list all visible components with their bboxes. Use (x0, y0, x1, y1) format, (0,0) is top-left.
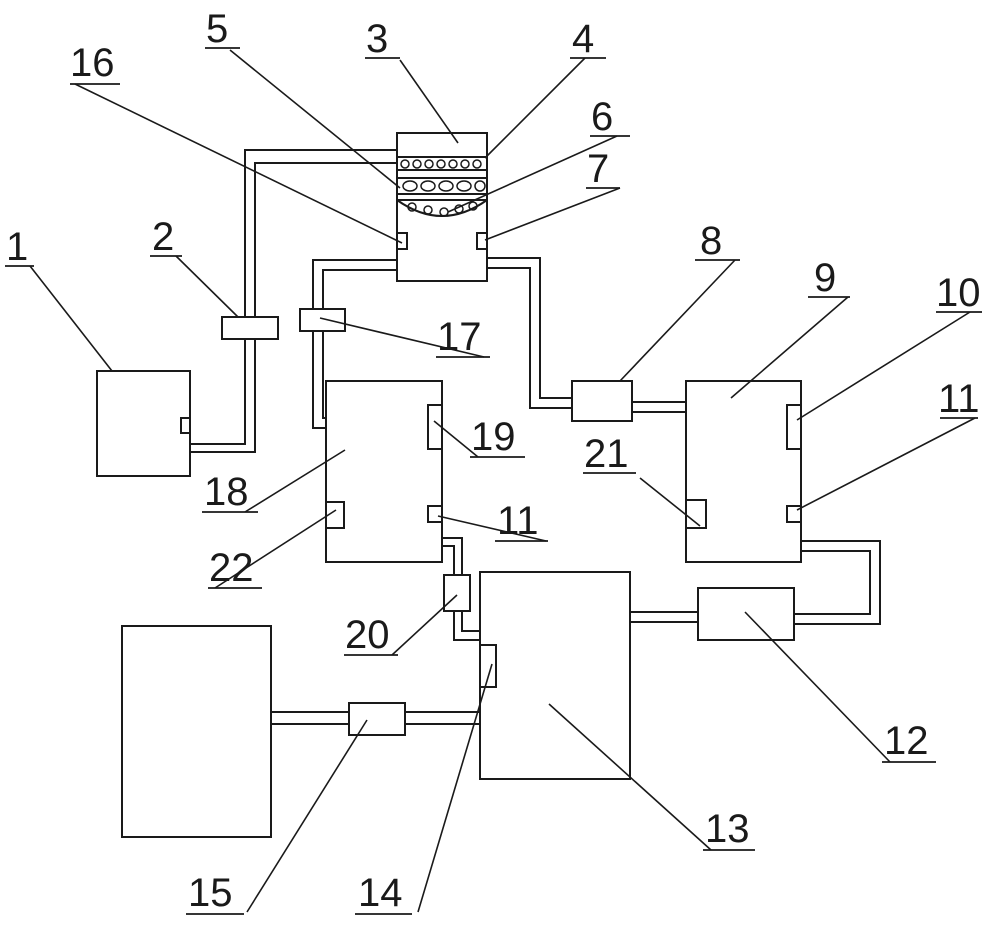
leader-19 (433, 420, 479, 458)
component-2-valve (221, 316, 279, 340)
component-8-box (571, 380, 633, 422)
component-7-port (476, 232, 488, 250)
pipe-18-to-20-outer (442, 537, 463, 575)
label-22: 22 (209, 546, 254, 590)
leader-16 (74, 83, 403, 244)
label-9: 9 (814, 256, 836, 300)
label-1: 1 (6, 225, 28, 269)
label-underlines (5, 47, 982, 915)
label-15: 15 (188, 871, 233, 915)
leader-22 (214, 509, 337, 589)
components (96, 132, 802, 838)
component-20-valve (443, 574, 471, 612)
component-3-beads-row-1 (400, 159, 482, 169)
leader-3 (399, 59, 459, 144)
storage-tank-box (121, 625, 272, 838)
pipe-20-to-13-outer (453, 611, 480, 641)
pipe-3-to-8-outer (487, 257, 572, 399)
pipe-3-to-8-inner (487, 267, 572, 409)
component-19-port (427, 404, 443, 450)
leader-11a (437, 515, 547, 542)
label-11-right: 11 (938, 377, 980, 421)
leader-9 (730, 296, 849, 399)
label-10: 10 (936, 271, 981, 315)
leader-6 (447, 135, 618, 213)
leader-11b (796, 417, 976, 511)
label-8: 8 (700, 219, 722, 263)
component-1-box (96, 370, 191, 477)
pipe-9-to-12-outer (794, 540, 881, 625)
component-15-valve (348, 702, 406, 736)
pipe-1-to-3-outer (190, 162, 397, 453)
component-10-port (786, 404, 802, 450)
leader-21 (639, 477, 701, 527)
leader-13 (548, 703, 712, 851)
leader-lines (29, 49, 976, 913)
component-14-port (479, 644, 497, 688)
leader-14 (417, 663, 493, 913)
label-5: 5 (206, 7, 228, 51)
component-3-beads-row-2 (402, 180, 486, 192)
label-19: 19 (471, 415, 516, 459)
label-13: 13 (705, 807, 750, 851)
label-2: 2 (152, 215, 174, 259)
pipe-3-to-18-inner (322, 269, 397, 419)
label-6: 6 (591, 95, 613, 139)
component-1-port (180, 417, 191, 434)
pipe-20-to-13-inner (461, 611, 480, 632)
component-22-port (325, 501, 345, 529)
pipe-18-to-20-inner (442, 545, 455, 575)
component-17-valve (299, 308, 346, 332)
label-18: 18 (204, 470, 249, 514)
leader-1 (29, 265, 113, 372)
label-21: 21 (584, 432, 629, 476)
component-13-box (479, 571, 631, 780)
leader-17 (319, 317, 485, 358)
label-16: 16 (70, 41, 115, 85)
leader-18 (244, 449, 346, 513)
leader-7 (484, 187, 621, 241)
label-7: 7 (587, 147, 609, 191)
label-17: 17 (437, 315, 482, 359)
component-11a-port (427, 505, 443, 523)
leader-12 (744, 611, 891, 763)
pipes (190, 149, 881, 725)
leader-4 (484, 57, 586, 159)
leader-10 (796, 311, 971, 421)
leader-5 (229, 49, 401, 189)
label-11-left: 11 (497, 499, 539, 543)
leader-15 (246, 719, 368, 913)
label-20: 20 (345, 613, 390, 657)
component-3-box (396, 132, 488, 282)
label-3: 3 (366, 17, 388, 61)
component-18-box (325, 380, 443, 563)
label-4: 4 (572, 17, 594, 61)
pipe-3-to-18-outer (312, 259, 397, 429)
label-12: 12 (884, 719, 929, 763)
leader-2 (175, 255, 239, 318)
leader-20 (391, 594, 458, 656)
label-14: 14 (358, 871, 403, 915)
pipe-9-to-12-inner (794, 550, 871, 615)
reference-numerals: 1 2 3 4 5 6 7 8 9 10 11 12 13 14 15 16 1… (6, 7, 981, 915)
leader-8 (619, 259, 736, 382)
component-9-box (685, 380, 802, 563)
pipe-1-to-3-inner (190, 149, 397, 445)
